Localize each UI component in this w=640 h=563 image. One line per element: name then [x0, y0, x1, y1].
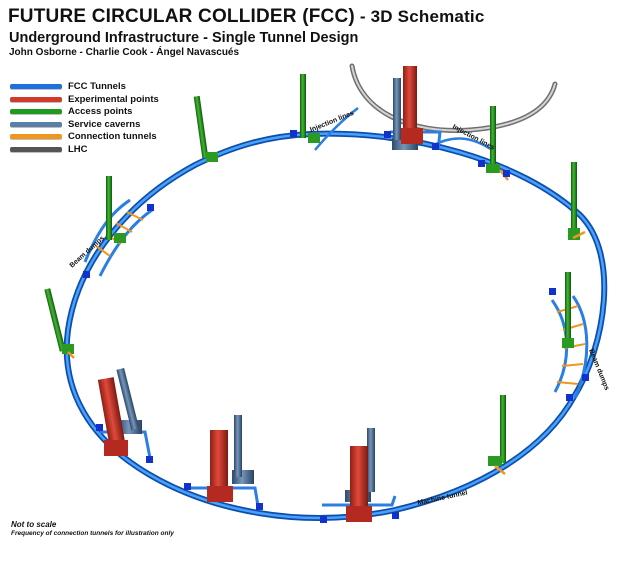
header: FUTURE CIRCULAR COLLIDER (FCC) - 3D Sche…: [8, 6, 485, 58]
title-main: FUTURE CIRCULAR COLLIDER (FCC): [8, 6, 355, 27]
legend-label: Service caverns: [68, 118, 141, 130]
access-shaft-4: [568, 162, 580, 240]
title-suffix: - 3D Schematic: [354, 7, 485, 26]
experimental-cavern: [346, 506, 372, 522]
legend-item-access-points: Access points: [10, 106, 159, 117]
experimental-site-top: [390, 66, 442, 151]
legend-item-service-caverns: Service caverns: [10, 119, 159, 130]
legend-swatch: [10, 109, 62, 115]
lhc-ring: [349, 63, 558, 133]
experimental-shaft: [350, 446, 368, 514]
access-shaft-6: [488, 395, 506, 466]
experimental-site-centre: [322, 428, 397, 522]
experimental-shaft: [403, 66, 417, 136]
experimental-site-centre-left: [190, 415, 260, 507]
legend-item-connection-tunnels: Connection tunnels: [10, 131, 159, 142]
legend-label: Access points: [68, 106, 133, 118]
service-cavern-shaft: [367, 428, 375, 492]
footnote-scale: Not to scale: [11, 520, 57, 529]
legend-swatch: [10, 96, 62, 102]
legend: FCC Tunnels Experimental points Access p…: [10, 81, 159, 157]
experimental-cavern: [207, 486, 233, 502]
legend-label: LHC: [68, 143, 88, 155]
legend-swatch: [10, 134, 62, 140]
page-subtitle: Underground Infrastructure - Single Tunn…: [9, 30, 359, 46]
footnote: Not to scale Frequency of connection tun…: [11, 520, 174, 537]
experimental-cavern: [401, 128, 423, 144]
access-shaft-5: [562, 272, 574, 348]
lhc-ring-highlight: [351, 65, 556, 132]
legend-swatch: [10, 121, 62, 127]
legend-item-lhc: LHC: [10, 144, 159, 155]
legend-label: Experimental points: [68, 93, 159, 105]
label-machine-tunnel: Machine tunnel: [417, 490, 468, 507]
experimental-site-left: [97, 367, 152, 459]
tunnel-node-markers: [83, 130, 589, 523]
service-cavern-shaft: [234, 415, 242, 477]
legend-item-fcc-tunnels: FCC Tunnels: [10, 81, 159, 92]
legend-label: Connection tunnels: [68, 131, 157, 143]
legend-item-experimental-points: Experimental points: [10, 94, 159, 105]
access-shaft-7: [106, 176, 126, 243]
injection-line-left: [314, 107, 359, 151]
legend-swatch: [10, 146, 62, 152]
page-title: FUTURE CIRCULAR COLLIDER (FCC) - 3D Sche…: [8, 6, 485, 28]
footnote-connection-frequency: Frequency of connection tunnels for illu…: [11, 530, 174, 537]
legend-label: FCC Tunnels: [68, 81, 126, 92]
service-cavern-shaft: [116, 367, 140, 431]
experimental-shaft: [97, 377, 127, 451]
access-shaft-2: [300, 74, 320, 143]
fcc-tunnel-ring-highlight: [65, 132, 606, 520]
authors-line: John Osborne - Charlie Cook - Ángel Nava…: [9, 47, 240, 58]
experimental-cavern: [104, 440, 128, 456]
experimental-shaft: [210, 430, 228, 502]
access-shaft-8: [44, 288, 74, 354]
access-shaft-1: [193, 95, 218, 162]
service-cavern-shaft: [393, 78, 401, 140]
legend-swatch: [10, 84, 62, 89]
access-shaft-3: [486, 106, 500, 173]
